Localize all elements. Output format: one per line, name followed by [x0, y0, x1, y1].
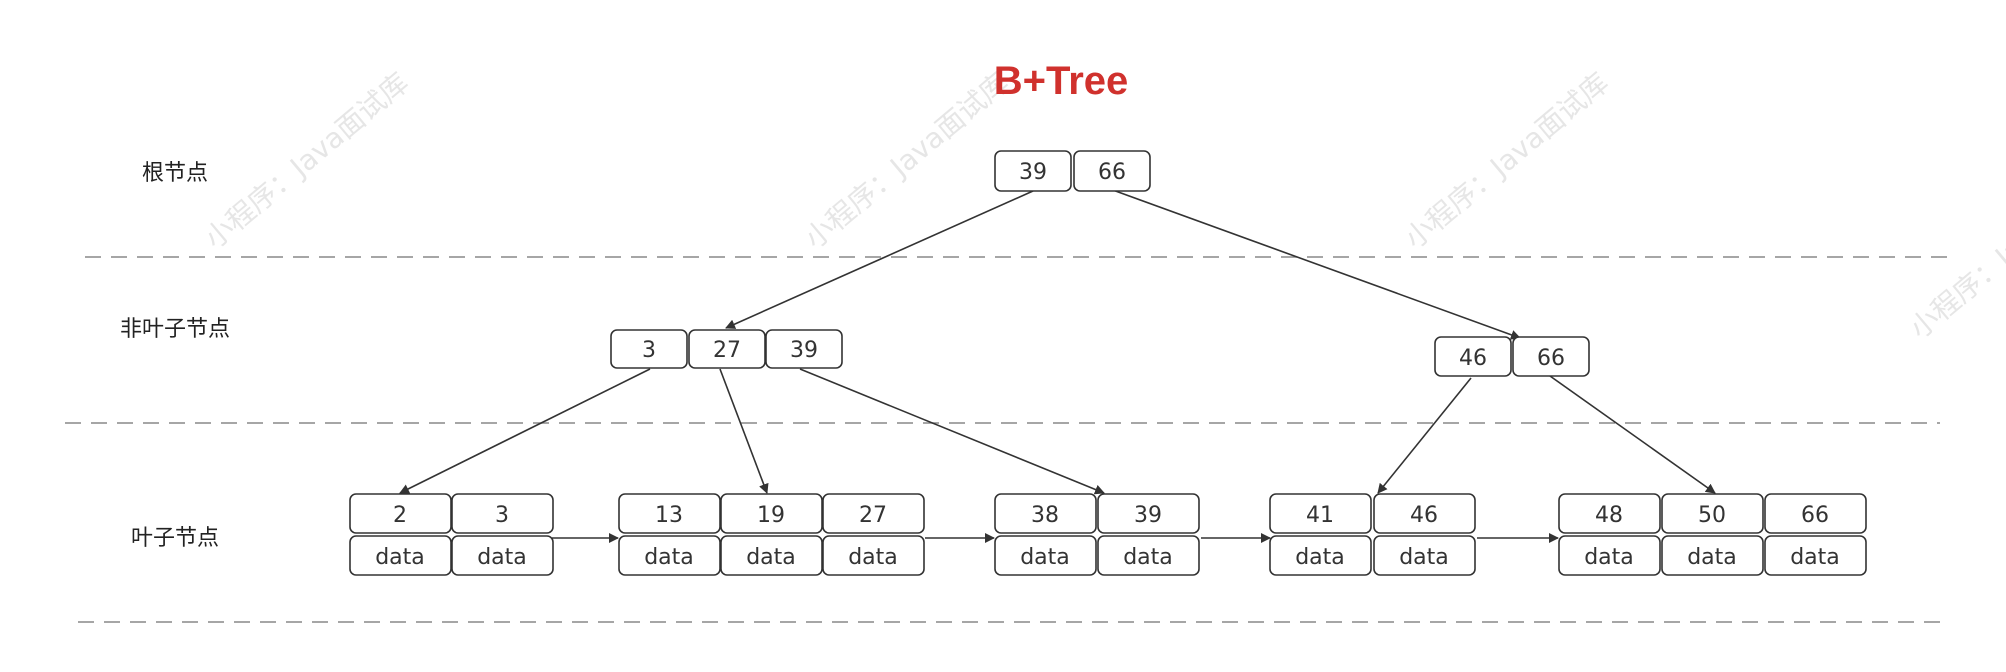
key-cell — [822, 493, 925, 534]
leaf-node: 13 19 27 data data data — [618, 493, 925, 576]
key-label: 46 — [1410, 503, 1438, 528]
key-label: 39 — [1019, 160, 1047, 185]
data-label: data — [1790, 545, 1840, 570]
key-label: 48 — [1595, 503, 1623, 528]
key-label: 66 — [1537, 346, 1565, 371]
level-label-root: 根节点 — [142, 161, 208, 186]
key-cell — [1269, 493, 1372, 534]
key-label: 27 — [859, 503, 887, 528]
data-label: data — [1584, 545, 1634, 570]
data-cell — [1661, 535, 1764, 576]
data-label: data — [1399, 545, 1449, 570]
data-cell — [1764, 535, 1867, 576]
pointer-arrow — [1109, 188, 1521, 340]
key-cell — [688, 329, 766, 369]
data-label: data — [477, 545, 527, 570]
data-label: data — [644, 545, 694, 570]
leaf-node: 41 46 data data — [1269, 493, 1476, 576]
data-label: data — [375, 545, 425, 570]
key-cell — [618, 493, 721, 534]
watermark-layer: 小程序：Java面试库 小程序：Java面试库 小程序：Java面试库 小程序：… — [198, 66, 2006, 345]
watermark: 小程序：Java面试库 — [798, 66, 1015, 255]
data-label: data — [1687, 545, 1737, 570]
key-cell — [1661, 493, 1764, 534]
pointer-arrow — [399, 368, 651, 494]
data-label: data — [1020, 545, 1070, 570]
key-cell — [765, 329, 843, 369]
key-cell — [1097, 493, 1200, 534]
key-cell — [1764, 493, 1867, 534]
key-cell — [994, 493, 1097, 534]
pointer-arrow — [1549, 375, 1716, 494]
key-cell — [1558, 493, 1661, 534]
data-cell — [1269, 535, 1372, 576]
pointer-arrow — [725, 190, 1034, 329]
data-label: data — [746, 545, 796, 570]
key-label: 27 — [713, 338, 741, 363]
key-label: 3 — [495, 503, 509, 528]
key-label: 46 — [1459, 346, 1487, 371]
diagram-title: B+Tree — [994, 59, 1129, 103]
key-cell — [994, 150, 1072, 192]
level-label-internal: 非叶子节点 — [120, 317, 230, 342]
root-node: 39 66 — [994, 150, 1151, 192]
pointer-arrows — [399, 188, 1716, 495]
pointer-arrow — [719, 368, 769, 494]
key-label: 66 — [1801, 503, 1829, 528]
data-cell — [720, 535, 823, 576]
data-cell — [1097, 535, 1200, 576]
key-cell — [451, 493, 554, 534]
key-label: 2 — [393, 503, 407, 528]
data-cell — [618, 535, 721, 576]
key-label: 39 — [1134, 503, 1162, 528]
watermark: 小程序：Java面试库 — [1903, 156, 2006, 345]
data-cell — [822, 535, 925, 576]
data-cell — [349, 535, 452, 576]
key-label: 19 — [757, 503, 785, 528]
data-cell — [1558, 535, 1661, 576]
pointer-arrow — [1377, 377, 1472, 494]
key-cell — [1512, 336, 1590, 377]
key-label: 38 — [1031, 503, 1059, 528]
key-cell — [1373, 493, 1476, 534]
watermark: 小程序：Java面试库 — [198, 66, 415, 255]
key-cell — [720, 493, 823, 534]
leaf-node: 2 3 data data — [349, 493, 554, 576]
key-cell — [349, 493, 452, 534]
key-label: 41 — [1306, 503, 1334, 528]
watermark: 小程序：Java面试库 — [1398, 66, 1615, 255]
data-cell — [994, 535, 1097, 576]
key-label: 13 — [655, 503, 683, 528]
key-label: 3 — [642, 338, 656, 363]
key-cell — [1434, 336, 1512, 377]
data-cell — [451, 535, 554, 576]
data-label: data — [1123, 545, 1173, 570]
pointer-arrow — [799, 368, 1105, 495]
internal-node: 3 27 39 — [610, 329, 843, 369]
level-label-leaf: 叶子节点 — [131, 526, 219, 551]
key-label: 50 — [1698, 503, 1726, 528]
data-cell — [1373, 535, 1476, 576]
key-label: 66 — [1098, 160, 1126, 185]
data-label: data — [1295, 545, 1345, 570]
key-cell — [1073, 150, 1151, 192]
data-label: data — [848, 545, 898, 570]
key-label: 39 — [790, 338, 818, 363]
key-cell — [610, 329, 688, 369]
internal-node: 46 66 — [1434, 336, 1590, 377]
leaf-node: 38 39 data data — [994, 493, 1200, 576]
leaf-node: 48 50 66 data data data — [1558, 493, 1867, 576]
